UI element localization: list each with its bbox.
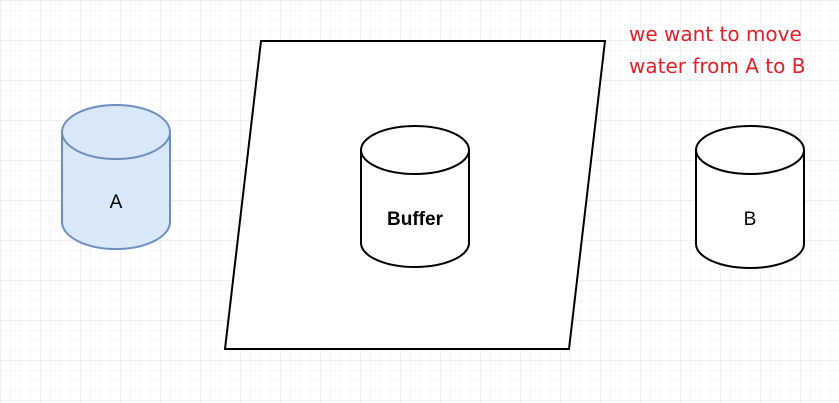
buffer-cylinder[interactable]: Buffer [360, 125, 470, 268]
buffer-cylinder-top [360, 125, 470, 175]
annotation-text: we want to move water from A to B [629, 22, 806, 78]
cylinder-b[interactable]: B [695, 125, 805, 269]
cylinder-a-top [61, 104, 171, 160]
cylinder-a[interactable]: A [61, 104, 171, 250]
buffer-cylinder-body [360, 150, 470, 268]
cylinder-b-top [695, 125, 805, 175]
cylinder-a-body [61, 132, 171, 250]
cylinder-a-label: A [110, 192, 123, 213]
cylinder-b-body [695, 150, 805, 269]
cylinder-b-label: B [744, 209, 757, 230]
buffer-label: Buffer [387, 209, 444, 230]
